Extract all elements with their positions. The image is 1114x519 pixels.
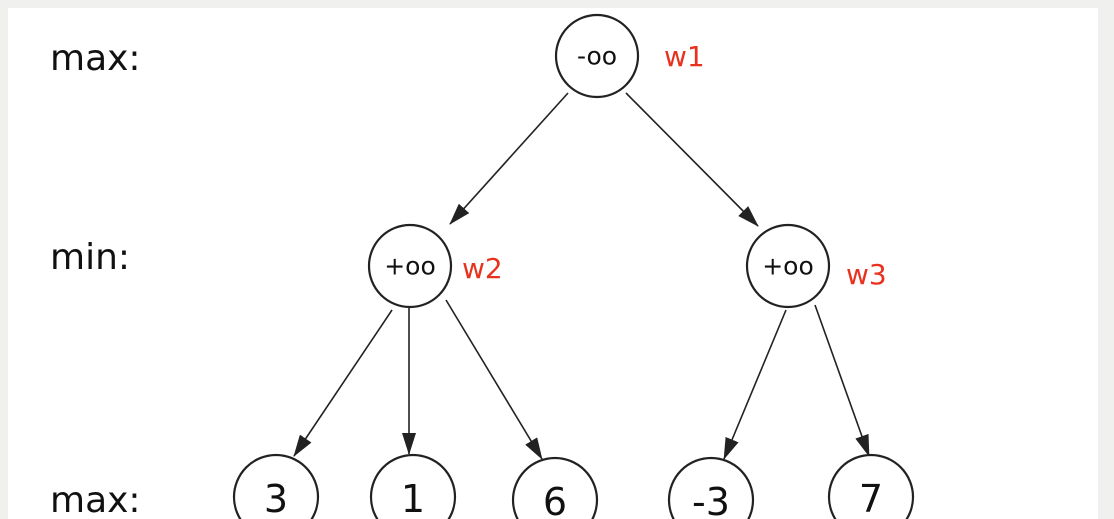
node-min-left: +oo w2	[367, 223, 503, 309]
edge-root-to-min-left	[449, 92, 569, 225]
node-value-leaf-3: 6	[543, 480, 567, 519]
node-circle-leaf-1	[232, 453, 320, 519]
node-value-leaf-1: 3	[264, 477, 288, 519]
node-root: -oo w1	[554, 13, 705, 99]
edge-root-to-min-right	[625, 92, 759, 227]
level-label-min: min:	[50, 237, 130, 278]
node-circle-leaf-5	[827, 453, 915, 519]
node-circle-root	[554, 13, 640, 99]
node-circle-min-right	[745, 223, 831, 309]
edge-min-left-to-leaf-1	[293, 309, 393, 457]
node-value-leaf-5: 7	[859, 477, 883, 519]
diagram-canvas	[8, 8, 1098, 519]
node-leaf-2: 1	[369, 453, 457, 519]
nodes: -oo w1 +oo w2 +oo w3 3 1 6 -3 7	[232, 13, 915, 519]
edges	[293, 92, 870, 460]
node-circle-leaf-3	[511, 456, 599, 519]
node-circle-leaf-2	[369, 453, 457, 519]
node-leaf-4: -3	[667, 456, 755, 519]
edge-min-right-to-leaf-5	[814, 304, 870, 457]
weight-label-min-right: w3	[846, 258, 887, 291]
weight-label-min-left: w2	[462, 252, 503, 285]
node-value-leaf-2: 1	[401, 477, 425, 519]
level-label-max-bottom: max:	[50, 480, 141, 519]
node-value-leaf-4: -3	[692, 480, 730, 519]
level-label-max-top: max:	[50, 38, 141, 79]
node-min-right: +oo w3	[745, 223, 887, 309]
node-circle-leaf-4	[667, 456, 755, 519]
node-leaf-1: 3	[232, 453, 320, 519]
node-value-root: -oo	[577, 42, 617, 71]
node-value-min-left: +oo	[384, 252, 436, 281]
edge-min-left-to-leaf-3	[445, 299, 543, 460]
node-value-min-right: +oo	[762, 252, 814, 281]
node-leaf-5: 7	[827, 453, 915, 519]
weight-label-root: w1	[664, 40, 705, 73]
node-circle-min-left	[367, 223, 453, 309]
edge-min-right-to-leaf-4	[723, 309, 787, 460]
node-leaf-3: 6	[511, 456, 599, 519]
